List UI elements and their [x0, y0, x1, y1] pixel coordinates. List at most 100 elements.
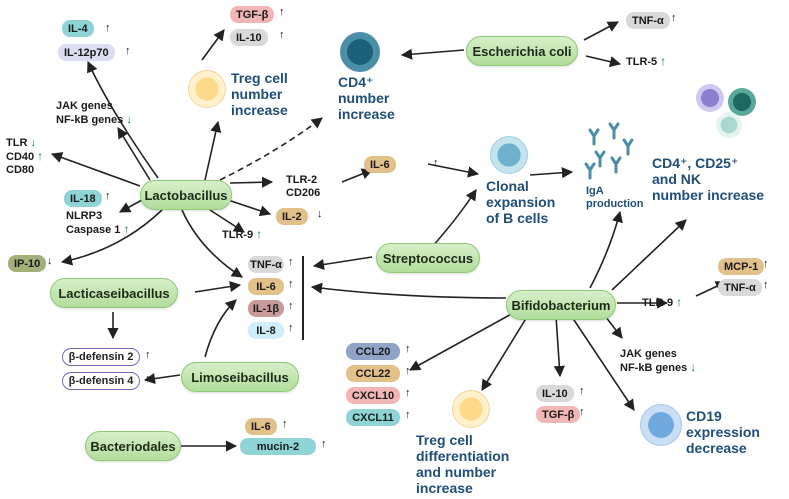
mcp1-text: MCP-1: [724, 260, 759, 273]
tlr-down-arrow: ↓: [30, 135, 37, 149]
lactobacillus-label: Lactobacillus: [144, 187, 228, 203]
arrow-treg-tgfb: [201, 29, 225, 61]
arrow-lacto-ip10: [60, 209, 163, 266]
tlr-cd-label: TLR↓ CD40↑ CD80: [6, 136, 43, 177]
nk-cell-icon: [716, 112, 742, 138]
tregdiff-line4: increase: [416, 480, 473, 496]
il10-bifido-text: IL-10: [542, 387, 568, 400]
tnfa-ecoli-text: TNF-α: [632, 14, 664, 27]
ip10-text: IP-10: [14, 257, 41, 270]
ccl20-pill: CCL20: [346, 343, 400, 360]
cd4-cd25-label: CD4⁺, CD25⁺ and NK number increase: [652, 155, 764, 203]
il18-text: IL-18: [70, 192, 96, 205]
limosilactobacillus-node: Limoseibacillus: [181, 362, 299, 392]
arrow-ecoli-tnfa: [583, 21, 619, 41]
cd19-line1: CD19: [686, 408, 722, 424]
il10-bifido-up-arrow: ↑: [579, 385, 585, 397]
arrow-bifido-cytokines: [310, 282, 507, 299]
jak-nfkb-lacto-label: JAK genes NF-kB genes↓: [56, 100, 132, 127]
cd40-up-arrow: ↑: [37, 149, 44, 163]
cd4-line2: number: [338, 90, 390, 106]
cd4-line1: CD4⁺: [338, 74, 374, 90]
cd40-text: CD40: [6, 151, 35, 163]
tnfa-center-up-arrow: ↑: [288, 256, 294, 268]
arrow-bifido-il10: [553, 315, 565, 378]
tgfb-bifido-up-arrow: ↑: [579, 406, 585, 418]
mucin2-up-arrow: ↑: [321, 438, 327, 450]
lactobacillus-node: Lactobacillus: [140, 180, 232, 210]
arrow-lacto-cd4-dashed: [219, 117, 323, 181]
il12p70-text: IL-12p70: [64, 46, 109, 59]
arrow-lacto-tlr2: [229, 176, 274, 188]
tlr9-lacto-text: TLR-9: [222, 229, 254, 241]
il1b-center-text: IL-1β: [252, 302, 280, 315]
il6-center-text: IL-6: [256, 280, 276, 293]
tnfa-center-text: TNF-α: [250, 258, 282, 271]
nfkb-bifido-text: NF-kB genes: [620, 362, 688, 374]
arrow-bifido-cd19: [569, 313, 635, 411]
cd206-text: CD206: [286, 187, 321, 199]
tgfb-top-up-arrow: ↑: [279, 6, 285, 18]
tnfa-ecoli-pill: TNF-α: [626, 12, 670, 29]
il6-lacto-text: IL-6: [370, 158, 390, 171]
cxcl10-up-arrow: ↑: [405, 387, 411, 399]
beta-defensin2-up-arrow: ↑: [145, 349, 151, 361]
il2-down-arrow: ↓: [317, 208, 323, 220]
arrow-lacto-il2: [227, 199, 272, 217]
streptococcus-label: Streptococcus: [382, 250, 474, 266]
il12p70-pill: IL-12p70: [58, 44, 115, 61]
nfkb-lacto-text: NF-kB genes: [56, 114, 124, 126]
tgfb-top-text: TGF-β: [236, 8, 269, 21]
tlr9-bifido-label: TLR-9↑: [642, 296, 682, 310]
treg-line2: number: [231, 86, 283, 102]
il4-text: IL-4: [68, 22, 88, 35]
cxcl10-pill: CXCL10: [346, 387, 400, 404]
tnfa-center-pill: TNF-α: [248, 256, 284, 273]
tgfb-top-pill: TGF-β: [230, 6, 275, 23]
arrow-il6-clonal: [427, 163, 480, 178]
arrow-ecoli-tlr5: [585, 55, 622, 68]
il10-top-pill: IL-10: [230, 29, 268, 46]
cxcl11-up-arrow: ↑: [405, 409, 411, 421]
il10-top-up-arrow: ↑: [279, 29, 285, 41]
cd19-cell-icon: [640, 404, 682, 446]
tregdiff-line3: and number: [416, 464, 497, 480]
il4-pill: IL-4: [62, 20, 94, 37]
beta-defensin4-text: β-defensin 4: [68, 375, 134, 387]
il6-bact-text: IL-6: [251, 420, 271, 433]
tlr9-bifido-up-arrow: ↑: [676, 295, 683, 309]
cd4-label: CD4⁺ number increase: [338, 74, 395, 122]
tgfb-bifido-pill: TGF-β: [536, 406, 581, 423]
arrow-lacto-nlrp3: [119, 199, 143, 213]
mucin2-text: mucin-2: [256, 440, 300, 453]
jak-lacto-text: JAK genes: [56, 100, 113, 112]
streptococcus-node: Streptococcus: [376, 243, 480, 273]
limosilactobacillus-label: Limoseibacillus: [191, 369, 289, 385]
il18-pill: IL-18: [64, 190, 102, 207]
iga-antibodies-icon: [584, 122, 634, 180]
ccl22-text: CCL22: [355, 367, 391, 380]
nlrp3-text: NLRP3: [66, 210, 103, 222]
iga-label: IgA production: [586, 185, 643, 211]
ccl20-text: CCL20: [355, 345, 391, 358]
treg-increase-label: Treg cell number increase: [231, 70, 288, 118]
tlr2-label: TLR-2 CD206: [286, 174, 320, 200]
bacteriodales-label: Bacteriodales: [90, 438, 176, 454]
il6-bact-pill: IL-6: [245, 418, 277, 435]
arrow-bifido-cd4cd25: [611, 219, 687, 291]
il6-lacto-pill: IL-6: [364, 156, 396, 173]
treg-diff-cell-icon: [452, 390, 490, 428]
arrow-clonal-iga: [529, 167, 574, 179]
treg-line1: Treg cell: [231, 70, 288, 86]
il10-top-text: IL-10: [236, 31, 262, 44]
caspase1-text: Caspase 1: [66, 224, 121, 236]
ccl22-pill: CCL22: [346, 365, 400, 382]
arrow-lacto-tlr9: [209, 209, 245, 233]
arrow-bifido-treg: [481, 311, 531, 391]
tlr9-lacto-label: TLR-9↑: [222, 228, 262, 242]
ecoli-label: Escherichia coli: [472, 43, 572, 59]
clonal-label: Clonal expansion of B cells: [486, 178, 555, 226]
tregdiff-line2: differentiation: [416, 448, 510, 464]
arrow-lacto-tlr: [50, 152, 141, 187]
